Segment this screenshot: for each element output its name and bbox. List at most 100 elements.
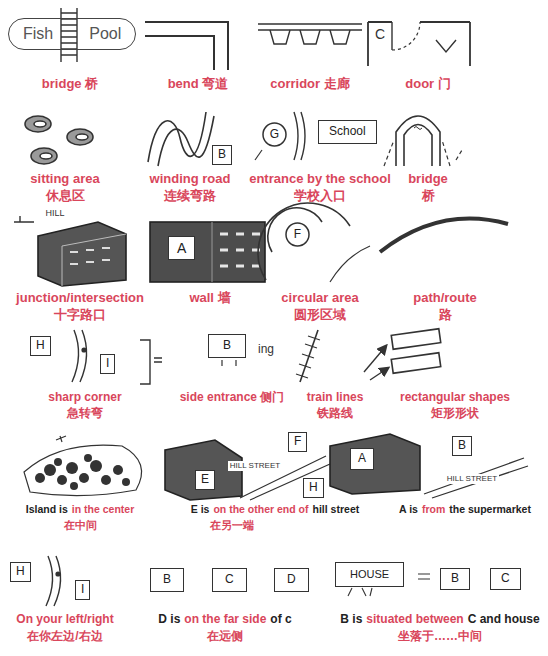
node-text: B (458, 439, 466, 453)
caption-line: 急转弯 (67, 406, 103, 420)
caption-text: sharp corner (48, 390, 121, 404)
map-label-text: HILL STREET (228, 461, 282, 471)
node-text: F (294, 435, 301, 449)
caption-line: B issituated betweenC and house (340, 612, 539, 626)
node-text: C (501, 572, 510, 586)
node-text: Pool (89, 25, 121, 43)
caption-line: E ison the other end ofhill street (191, 503, 359, 516)
node-text: D (287, 573, 296, 587)
caption-text: 铁路线 (317, 406, 353, 420)
caption-line: junction/intersection (16, 290, 144, 306)
caption-text: bridge (408, 171, 448, 187)
node-text: F (294, 228, 301, 242)
map-label-text: C (375, 26, 385, 43)
map-label: HILL (45, 208, 64, 219)
caption-text: sitting area (30, 171, 99, 187)
caption-line: 圆形区域 (294, 307, 346, 323)
caption-text: 在远侧 (207, 629, 243, 643)
caption-line: path/route (413, 290, 477, 306)
caption-line: circular area (281, 290, 358, 306)
pool-shape: FishPool (8, 18, 136, 50)
caption-text: entrance by the school (249, 171, 391, 187)
node-text: B (451, 572, 459, 586)
caption-text: winding road (150, 171, 231, 187)
caption-line: 休息区 (46, 188, 85, 204)
node-text: H (309, 481, 318, 495)
map-label: HILL STREET (228, 461, 282, 471)
caption-text: on the far side (184, 612, 266, 626)
map-label-text: HILL STREET (445, 474, 499, 484)
caption-text: circular area (281, 290, 358, 306)
caption-text: 急转弯 (67, 406, 103, 420)
node-text: B (163, 573, 171, 587)
node-text: A (177, 240, 186, 256)
letter-box: H (303, 478, 324, 498)
letter-box: B (150, 568, 184, 592)
caption-text: C and house (468, 612, 540, 626)
letter-box: A (350, 448, 374, 470)
letter-box: E (195, 470, 215, 490)
caption-line: corridor 走廊 (270, 76, 349, 92)
caption-text: D is (158, 612, 180, 626)
caption-text: 桥 (422, 188, 435, 204)
node-text: I (106, 357, 109, 371)
caption-text: bridge 桥 (42, 76, 98, 92)
caption-line: bridge (408, 171, 448, 187)
caption-text: from (422, 503, 445, 516)
letter-box: H (10, 562, 31, 582)
map-label-text: HILL (45, 208, 64, 219)
letter-box: A (168, 236, 195, 260)
node-text: B (218, 148, 226, 162)
caption-line: winding road (150, 171, 231, 187)
node-text: I (81, 583, 84, 597)
caption-line: entrance by the school (249, 171, 391, 187)
caption-text: 圆形区域 (294, 307, 346, 323)
caption-line: 在中间 (64, 519, 97, 532)
map-label: ing (258, 342, 274, 356)
caption-text: 矩形形状 (431, 406, 479, 420)
letter-box: B (440, 568, 470, 590)
caption-text: rectangular shapes (400, 390, 510, 404)
caption-text: corridor 走廊 (270, 76, 349, 92)
letter-box: B (452, 436, 472, 456)
caption-line: Island is in the center (26, 503, 134, 516)
letter-box: I (75, 580, 90, 600)
caption-text: bend 弯道 (168, 76, 229, 92)
letter-box: F (288, 432, 307, 452)
caption-text: 路 (439, 307, 452, 323)
caption-line: rectangular shapes (400, 390, 510, 404)
letter-box: B (212, 145, 232, 165)
node-text: A (358, 452, 366, 466)
caption-line: wall 墙 (189, 290, 230, 306)
caption-text: 十字路口 (54, 307, 106, 323)
caption-text: E is (191, 503, 210, 516)
map-label-text: ing (258, 342, 274, 356)
caption-text: 休息区 (46, 188, 85, 204)
caption-line: D is on the far side of c (158, 612, 291, 626)
caption-line: A isfromthe supermarket (399, 503, 531, 516)
letter-box: C (212, 568, 247, 592)
node-text: H (36, 339, 45, 353)
caption-line: 桥 (422, 188, 435, 204)
node-text: B (223, 339, 231, 353)
caption-line: On your left/right (16, 612, 113, 626)
letter-box: H (30, 336, 51, 356)
letter-box: C (490, 568, 521, 590)
caption-text: 在另一端 (210, 519, 254, 532)
caption-line: train lines (307, 390, 364, 404)
node-text: C (225, 573, 234, 587)
caption-text: wall 墙 (189, 290, 230, 306)
caption-line: bridge 桥 (42, 76, 98, 92)
caption-line: 铁路线 (317, 406, 353, 420)
caption-line: 在你左边/右边 (27, 629, 102, 643)
caption-text: 在你左边/右边 (27, 629, 102, 643)
node-text: H (16, 565, 25, 579)
letter-box: School (318, 120, 377, 144)
caption-text: of c (270, 612, 291, 626)
caption-text: Island is (26, 503, 68, 516)
letter-box: D (274, 568, 309, 592)
caption-text: in the center (72, 503, 134, 516)
caption-line: side entrance 侧门 (180, 390, 285, 404)
circle-outline (263, 123, 286, 146)
